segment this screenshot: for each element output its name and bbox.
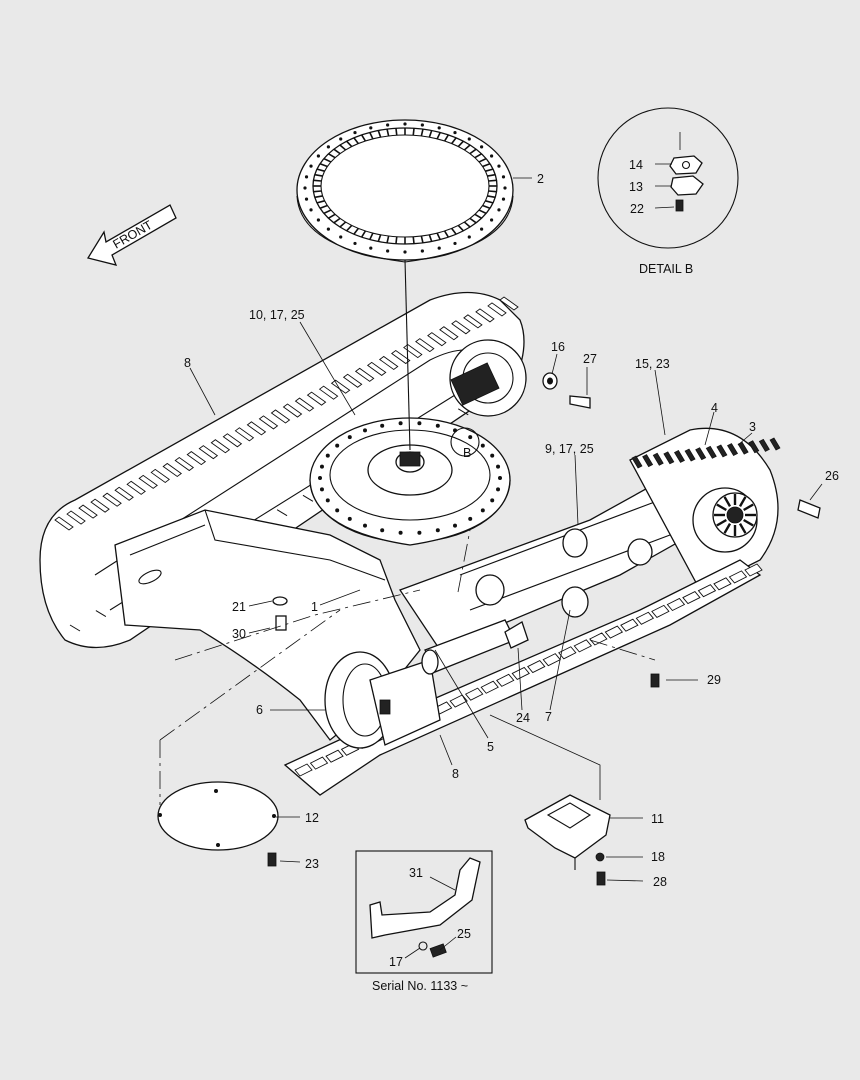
cover-plate [157,781,279,851]
detail-b: DETAIL B [597,107,739,276]
callout-29: 29 [707,673,721,687]
callout-12: 12 [305,811,319,825]
callout-2: 2 [537,172,544,186]
callout-25: 25 [457,927,471,941]
front-idler [324,651,441,749]
callout-22: 22 [630,202,644,216]
serial-caption: Serial No. 1133 ~ [372,979,468,993]
guard-bracket [524,794,611,870]
callout-27: 27 [583,352,597,366]
callout-7: 7 [545,710,552,724]
callouts: 2 14 13 22 10, 17, 25 8 16 27 15, 23 4 3… [184,158,839,969]
detail-caption: DETAIL B [639,262,693,276]
callout-1: 1 [311,600,318,614]
hardware [267,372,821,886]
callout-8-lower: 8 [452,767,459,781]
rollers [475,528,653,649]
right-track [629,427,781,591]
callout-31: 31 [409,866,423,880]
callout-16: 16 [551,340,565,354]
callout-24: 24 [516,711,530,725]
callout-9-17-25: 9, 17, 25 [545,442,594,456]
callout-28: 28 [653,875,667,889]
callout-5: 5 [487,740,494,754]
callout-11: 11 [651,812,664,826]
serial-box: Serial No. 1133 ~ [355,850,493,993]
callout-13: 13 [629,180,643,194]
callout-18: 18 [651,850,665,864]
detail-marker-b: B [463,446,471,460]
callout-15-23: 15, 23 [635,357,670,371]
callout-26: 26 [825,469,839,483]
callout-8-upper: 8 [184,356,191,370]
upper-sprocket [449,339,527,417]
callout-30: 30 [232,627,246,641]
callout-17: 17 [389,955,403,969]
callout-4: 4 [711,401,718,415]
callout-3: 3 [749,420,756,434]
callout-10-17-25: 10, 17, 25 [249,308,305,322]
callout-21: 21 [232,600,246,614]
callout-23: 23 [305,857,319,871]
front-arrow: FRONT [86,204,177,266]
callout-6: 6 [256,703,263,717]
callout-14: 14 [629,158,643,172]
swing-bearing: B [309,417,511,546]
leader-lines [159,163,823,959]
swing-ring [296,119,514,263]
recoil-cylinder [421,619,516,675]
